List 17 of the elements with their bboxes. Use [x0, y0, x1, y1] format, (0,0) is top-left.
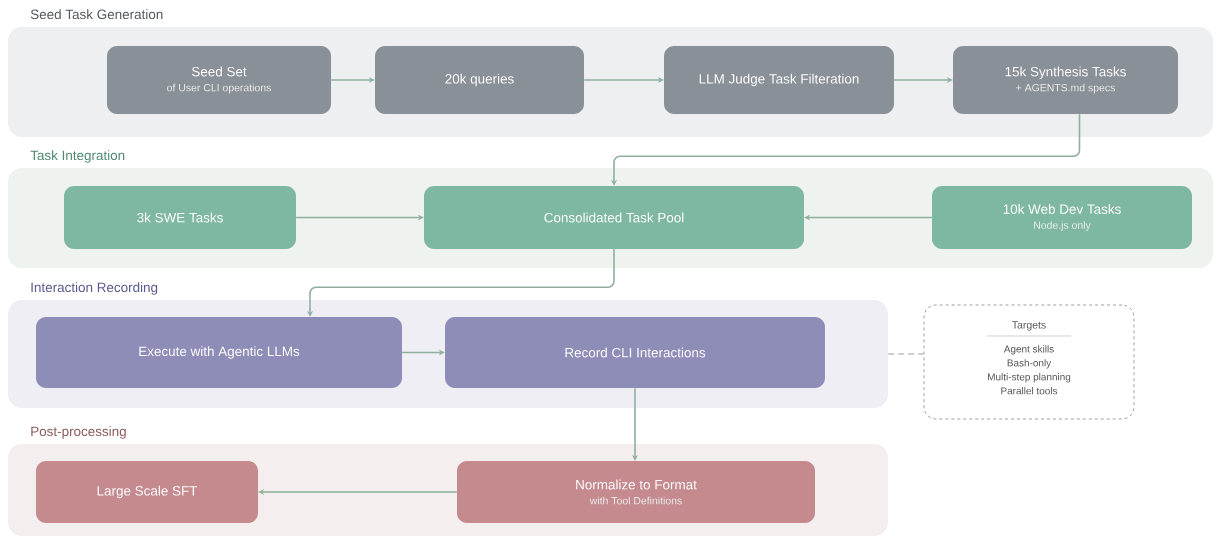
node-label: Task Integration	[30, 150, 125, 163]
targets-card: Targets Agent skills Bash-only Multi-step planning Parallel tools	[923, 304, 1135, 420]
process-box: LLM Judge Task Filteration	[664, 46, 894, 114]
process-box: 15k Synthesis Tasks + AGENTS.md specs	[953, 46, 1178, 114]
node-label: Post-processing	[31, 426, 126, 439]
node-label: Interaction Recording	[31, 282, 158, 295]
process-box: 3k SWE Tasks	[64, 186, 296, 249]
process-box: Large Scale SFT	[36, 461, 258, 523]
process-box: 10k Web Dev Tasks Node.js only	[932, 186, 1192, 249]
process-box: Execute with Agentic LLMs	[36, 317, 402, 388]
process-box: Record CLI Interactions	[445, 317, 825, 388]
process-box: Seed Set of User CLI operations	[107, 46, 331, 114]
connector-line	[887, 353, 924, 355]
process-box: Normalize to Format with Tool Definitions	[457, 461, 815, 523]
node-label: Seed Task Generation	[30, 9, 163, 20]
process-box: 20k queries	[375, 46, 584, 114]
process-box: Consolidated Task Pool	[424, 186, 804, 249]
